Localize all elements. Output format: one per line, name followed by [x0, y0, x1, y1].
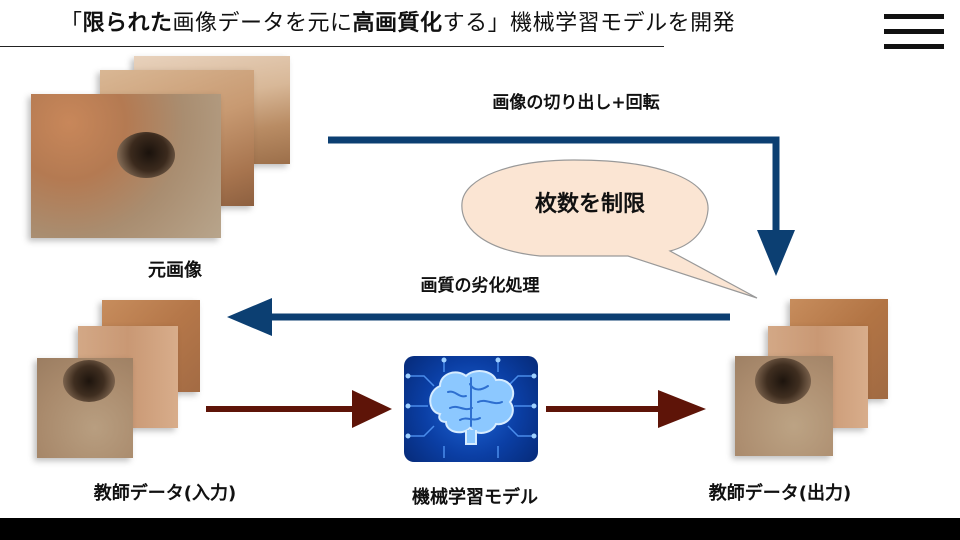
hamburger-menu-icon[interactable] [884, 12, 944, 52]
crop-rotate-arrow [328, 136, 795, 276]
title-text-1: 画像データを元に [172, 11, 353, 36]
speech-bubble [461, 159, 758, 299]
brain-circuit-icon [404, 356, 538, 462]
teacher-input-label: 教師データ(入力) [93, 483, 237, 504]
original-image-front [31, 94, 221, 238]
page-title: 「限られた画像データを元に高画質化する」機械学習モデルを開発 [60, 6, 840, 42]
degradation-label: 画質の劣化処理 [420, 276, 540, 296]
brain-circuit-graphic [405, 357, 537, 458]
original-images-label: 元画像 [148, 260, 202, 281]
menu-line [884, 14, 944, 19]
title-text-2: する」機械学習モデルを開発 [442, 11, 736, 36]
model-to-output-arrow [546, 390, 706, 428]
drill-hole [755, 358, 811, 404]
bottom-bar [0, 518, 960, 540]
title-emphasis-1: 限られた [82, 11, 173, 36]
title-emphasis-2: 高画質化 [352, 11, 443, 36]
degradation-arrow [227, 298, 730, 336]
menu-line [884, 29, 944, 34]
crop-rotate-label: 画像の切り出し+回転 [492, 93, 660, 113]
title-bracket: 「 [60, 11, 83, 36]
teacher-output-label: 教師データ(出力) [708, 483, 852, 504]
teacher-output-front [735, 356, 833, 456]
input-to-model-arrow [206, 390, 392, 428]
drill-hole [117, 132, 175, 178]
drill-hole [63, 360, 115, 402]
teacher-input-front [37, 358, 133, 458]
ml-model-label: 機械学習モデル [412, 487, 538, 508]
menu-line [884, 44, 944, 49]
title-underline [0, 46, 664, 47]
limit-count-label: 枚数を制限 [534, 192, 645, 217]
